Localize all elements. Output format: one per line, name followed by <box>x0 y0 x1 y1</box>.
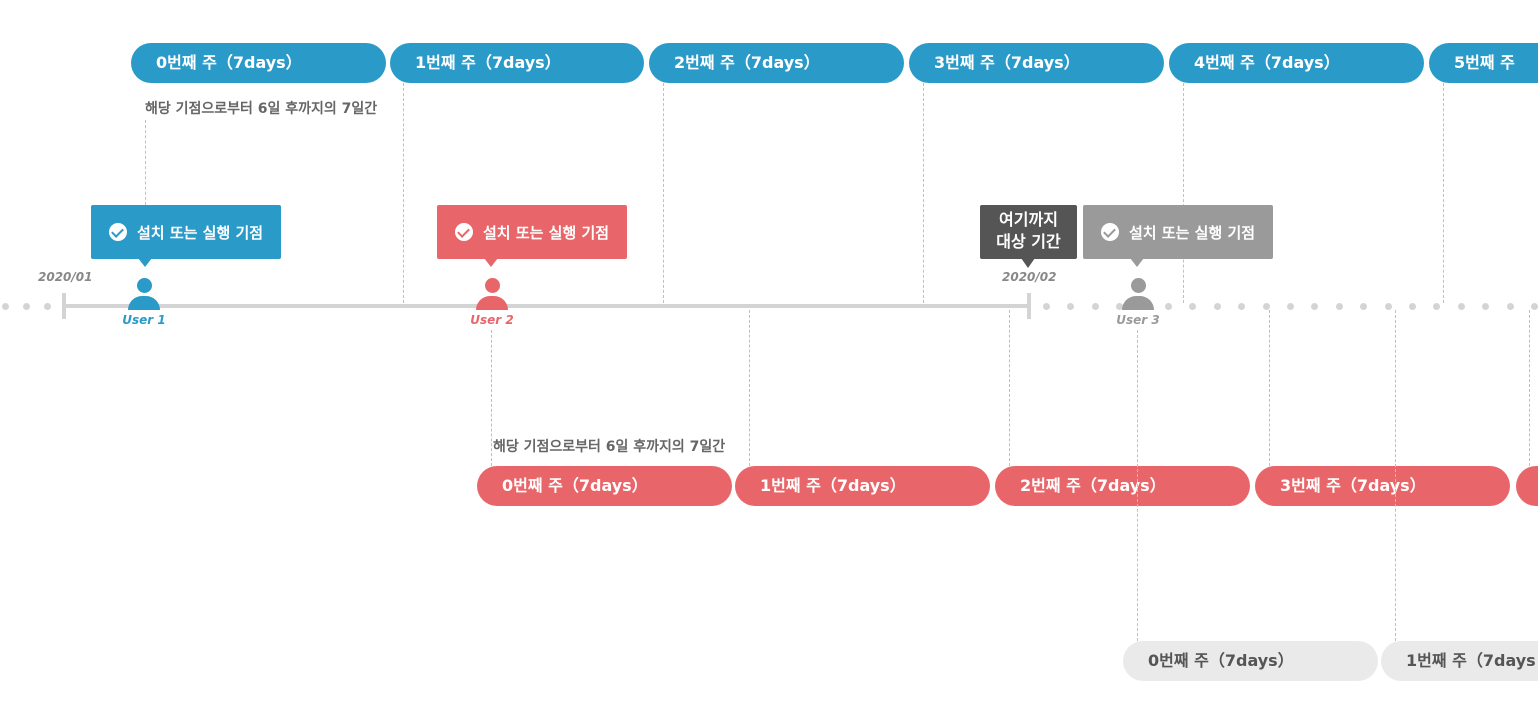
user2-start-callout: 설치 또는 실행 기점 <box>437 205 627 267</box>
user2-week-1: 1번째 주（7days） <box>735 466 990 506</box>
axis-dot <box>1287 303 1294 310</box>
user3-label: User 3 <box>1116 313 1160 327</box>
user1-week-5: 5번째 주 <box>1429 43 1538 83</box>
user1-week-1: 1번째 주（7days） <box>390 43 644 83</box>
user3-week-boundary <box>1395 310 1396 641</box>
axis-solid-segment <box>63 304 1030 308</box>
user2-period-note: 해당 기점으로부터 6일 후까지의 7일간 <box>493 439 726 455</box>
axis-dot <box>1458 303 1465 310</box>
axis-dot <box>1336 303 1343 310</box>
user2-week-boundary <box>1269 310 1270 466</box>
user2-week-0: 0번째 주（7days） <box>477 466 732 506</box>
axis-dot <box>1385 303 1392 310</box>
user1-week-boundary <box>1183 83 1184 303</box>
user1-week-boundary <box>923 83 924 303</box>
user1-week-boundary <box>145 120 146 205</box>
axis-dot <box>1214 303 1221 310</box>
axis-dot <box>1043 303 1050 310</box>
user1-start-callout: 설치 또는 실행 기점 <box>91 205 281 267</box>
cutoff-line2: 대상 기간 <box>996 232 1061 251</box>
user2-week-boundary <box>491 330 492 466</box>
axis-dot <box>23 303 30 310</box>
user2-week-boundary <box>1009 310 1010 466</box>
axis-end-cap <box>1027 293 1031 319</box>
axis-dot <box>1531 303 1538 310</box>
user2-label: User 2 <box>470 313 514 327</box>
axis-dot <box>1189 303 1196 310</box>
user2-week-3: 3번째 주（7days） <box>1255 466 1510 506</box>
user3-start-callout: 설치 또는 실행 기점 <box>1083 205 1273 267</box>
axis-dot <box>1067 303 1074 310</box>
axis-dot <box>1092 303 1099 310</box>
user1-callout-text: 설치 또는 실행 기점 <box>137 223 264 242</box>
axis-dot <box>1409 303 1416 310</box>
axis-dot <box>1116 303 1123 310</box>
user1-week-2: 2번째 주（7days） <box>649 43 904 83</box>
user1-week-3: 3번째 주（7days） <box>909 43 1164 83</box>
user1-week-4: 4번째 주（7days） <box>1169 43 1424 83</box>
axis-dot <box>1165 303 1172 310</box>
user2-callout-text: 설치 또는 실행 기점 <box>483 223 610 242</box>
user1-week-0: 0번째 주（7days） <box>131 43 386 83</box>
cutoff-line1: 여기까지 <box>999 210 1058 229</box>
start-date-label: 2020/01 <box>38 270 93 284</box>
check-icon <box>1101 223 1119 241</box>
axis-dot <box>2 303 9 310</box>
axis-dot <box>1238 303 1245 310</box>
axis-dot <box>1433 303 1440 310</box>
user2-week-boundary <box>749 310 750 466</box>
user3-week-0: 0번째 주（7days） <box>1123 641 1378 681</box>
end-date-label: 2020/02 <box>1002 270 1057 284</box>
cutoff-callout: 여기까지 대상 기간 <box>980 205 1077 268</box>
user1-period-note: 해당 기점으로부터 6일 후까지의 7일간 <box>145 101 378 117</box>
axis-start-cap <box>62 293 66 319</box>
user1-label: User 1 <box>122 313 166 327</box>
user1-week-boundary <box>403 83 404 303</box>
user2-week-2: 2번째 주（7days） <box>995 466 1250 506</box>
user3-week-1: 1번째 주（7days <box>1381 641 1538 681</box>
axis-dot <box>1482 303 1489 310</box>
user1-week-boundary <box>1443 83 1444 303</box>
user3-callout-text: 설치 또는 실행 기점 <box>1129 223 1256 242</box>
axis-dot <box>1263 303 1270 310</box>
check-icon <box>455 223 473 241</box>
check-icon <box>109 223 127 241</box>
axis-dot <box>1507 303 1514 310</box>
user2-week-4 <box>1516 466 1538 506</box>
axis-dot <box>1311 303 1318 310</box>
axis-dot <box>1360 303 1367 310</box>
axis-dot <box>44 303 51 310</box>
user3-week-boundary <box>1137 330 1138 641</box>
user2-week-boundary <box>1529 310 1530 466</box>
user1-week-boundary <box>663 83 664 303</box>
